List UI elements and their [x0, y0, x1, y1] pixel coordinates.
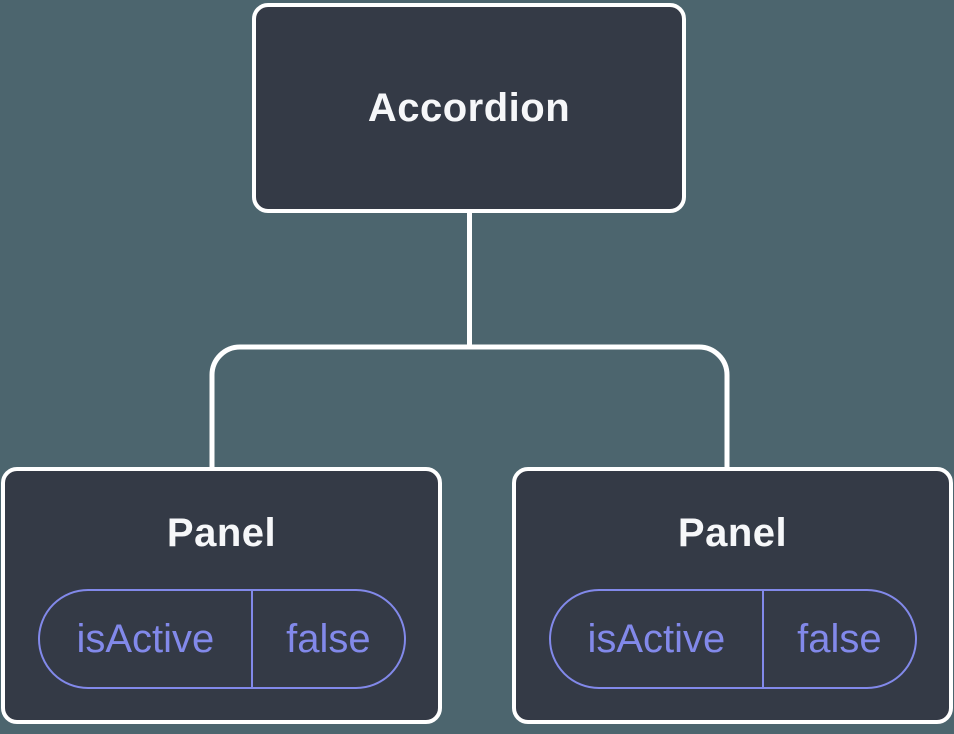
component-node-accordion: Accordion: [252, 3, 686, 213]
component-node-panel-right: Panel isActive false: [512, 467, 953, 724]
panel-node-label: Panel: [677, 511, 788, 555]
state-value: false: [286, 616, 371, 661]
state-value: false: [797, 616, 882, 661]
state-key: isActive: [551, 591, 765, 687]
state-pill: isActive false: [548, 589, 917, 689]
component-node-panel-left: Panel isActive false: [1, 467, 442, 724]
panel-node-label: Panel: [166, 511, 277, 555]
state-key: isActive: [40, 591, 254, 687]
connector-bracket: [209, 344, 730, 470]
accordion-node-label: Accordion: [367, 85, 571, 130]
state-pill: isActive false: [37, 589, 406, 689]
